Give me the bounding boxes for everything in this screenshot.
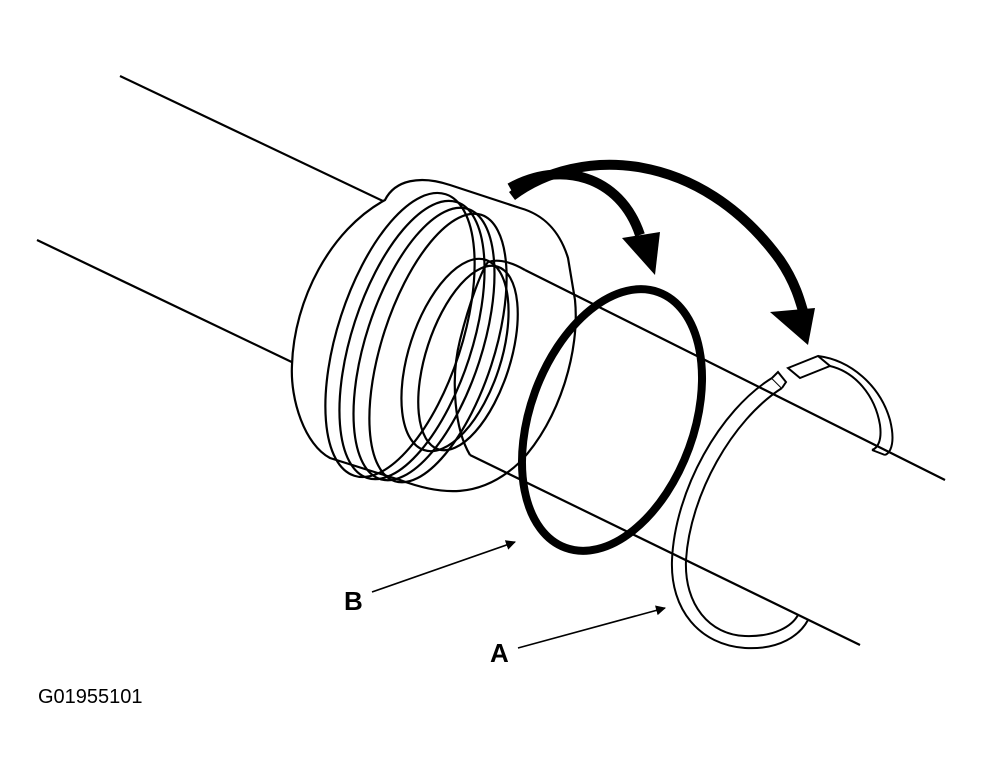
large-shaft — [36, 75, 386, 367]
leader-a — [517, 605, 666, 649]
callout-b-label: B — [344, 586, 363, 616]
housing-flange — [290, 178, 577, 493]
callout-a-label: A — [490, 638, 509, 668]
snap-ring-a — [670, 354, 894, 650]
leader-lines — [371, 540, 666, 649]
figure-code: G01955101 — [38, 686, 143, 708]
o-ring-b — [517, 285, 707, 555]
rotation-arrows — [507, 159, 815, 345]
leader-b — [371, 540, 516, 593]
